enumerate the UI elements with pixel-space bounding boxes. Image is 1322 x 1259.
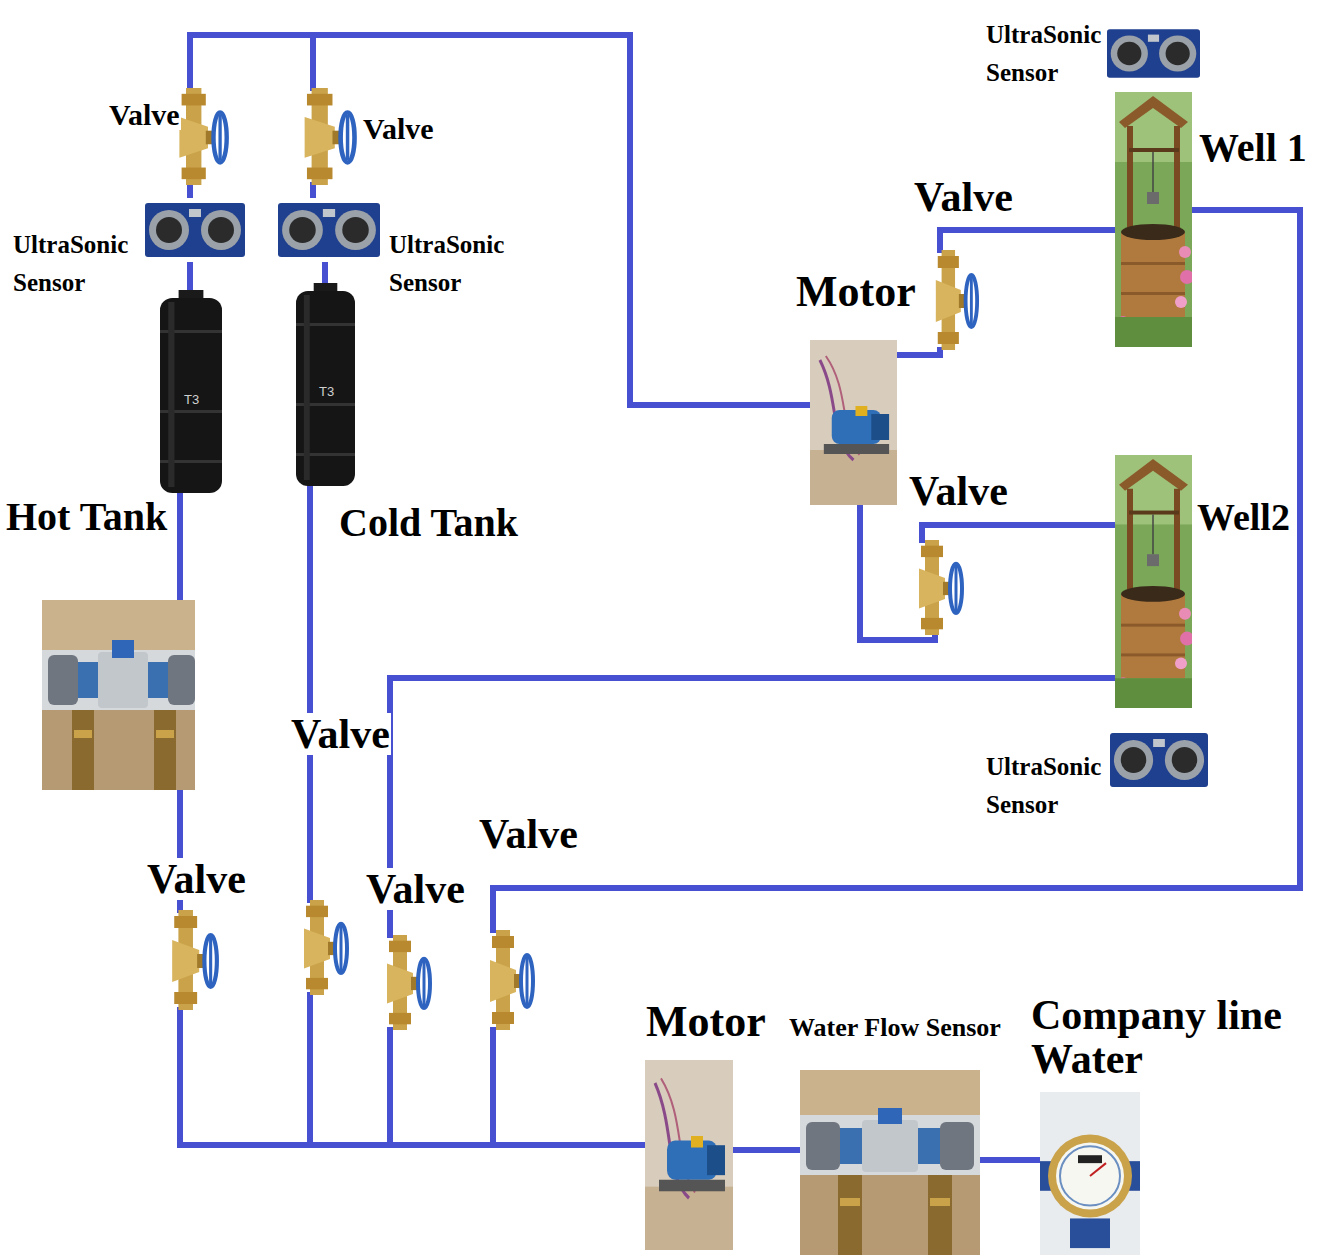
water-pipe: [390, 1030, 645, 1145]
water-pipe: [313, 35, 810, 405]
valve-node: Valve: [168, 910, 220, 1010]
sensor-picture: [1110, 725, 1208, 795]
water-pipe: [307, 488, 313, 900]
ultrasonic-sensor-node: UltraSonic Sensor: [1110, 725, 1208, 795]
component-label: Valve: [108, 100, 181, 130]
component-label: Valve: [362, 114, 435, 144]
component-label: Cold Tank: [338, 503, 519, 543]
component-label: Valve: [913, 176, 1014, 218]
water-pipe: [180, 1010, 645, 1145]
valve-picture: [168, 910, 220, 1010]
water-pipe: [493, 1030, 645, 1145]
motor-picture: [810, 340, 897, 505]
component-label: Valve: [290, 713, 391, 755]
valve-node: Valve: [915, 540, 965, 635]
valve-picture: [486, 930, 536, 1030]
sensor-picture: [1107, 22, 1200, 85]
water-pipe: [733, 1147, 800, 1153]
ultrasonic-sensor-node: UltraSonic Sensor: [278, 195, 380, 265]
valve-node: Valve: [932, 250, 980, 350]
ultrasonic-sensor-node: UltraSonic Sensor: [1107, 22, 1200, 85]
tank-node: Cold TankT3: [296, 283, 355, 488]
water-pipe: [922, 525, 1115, 540]
valve-picture: [300, 900, 350, 995]
valve-picture: [932, 250, 980, 350]
motor-node: Motor: [645, 1060, 733, 1250]
component-label: Well2: [1196, 498, 1291, 536]
well-node: Well 1: [1115, 92, 1192, 347]
valve-node: Valve: [300, 88, 358, 185]
water-pipe: [897, 350, 940, 355]
tank-marking: T3: [318, 385, 335, 398]
water-pipe: [310, 185, 316, 195]
component-label: Hot Tank: [5, 497, 168, 537]
motor-picture: [645, 1060, 733, 1250]
tank-node: Hot TankT3: [160, 290, 222, 495]
component-label: UltraSonic Sensor: [12, 226, 129, 301]
ultrasonic-sensor-node: UltraSonic Sensor: [145, 195, 245, 265]
meter-picture: [1040, 1092, 1140, 1255]
component-label: Company line Water: [1030, 993, 1307, 1081]
component-label: UltraSonic Sensor: [985, 748, 1102, 823]
well-picture: [1115, 455, 1192, 708]
valve-picture: [915, 540, 965, 635]
component-label: Valve: [146, 858, 247, 900]
valve-node: Valve: [175, 88, 230, 185]
component-label: Motor: [645, 1000, 767, 1044]
valve-picture: [383, 935, 433, 1030]
water-pipe: [322, 265, 328, 283]
water-pipe: [310, 995, 645, 1145]
water-heater-photo: [42, 600, 195, 790]
water-pipe: [190, 35, 810, 405]
valve-picture: [300, 88, 358, 185]
component-label: Valve: [365, 868, 466, 910]
tank-marking: T3: [183, 393, 200, 406]
component-label: Water Flow Sensor: [788, 1015, 1002, 1041]
component-label: Well 1: [1198, 128, 1308, 168]
water-pipe: [390, 678, 1115, 935]
component-label: UltraSonic Sensor: [985, 16, 1102, 91]
valve-node: Valve: [300, 900, 350, 995]
component-label: Motor: [795, 270, 917, 314]
water-meter-node: Company line Water: [1040, 1092, 1140, 1255]
component-label: UltraSonic Sensor: [388, 226, 505, 301]
flow-picture: [800, 1070, 980, 1255]
valve-node: Valve: [486, 930, 536, 1030]
component-label: Valve: [478, 813, 579, 855]
sensor-picture: [278, 195, 380, 265]
valve-node: Valve: [383, 935, 433, 1030]
water-pipe: [493, 210, 1300, 930]
water-pipe: [187, 265, 193, 290]
water-pipe: [980, 1157, 1040, 1163]
sensor-picture: [145, 195, 245, 265]
motor-node: Motor: [810, 340, 897, 505]
component-label: Valve: [908, 470, 1009, 512]
valve-picture: [175, 88, 230, 185]
well-node: Well2: [1115, 455, 1192, 708]
water-pipe: [940, 230, 1115, 250]
water-pipe: [187, 185, 193, 195]
well-picture: [1115, 92, 1192, 347]
flow-sensor-node: Water Flow Sensor: [800, 1070, 980, 1255]
